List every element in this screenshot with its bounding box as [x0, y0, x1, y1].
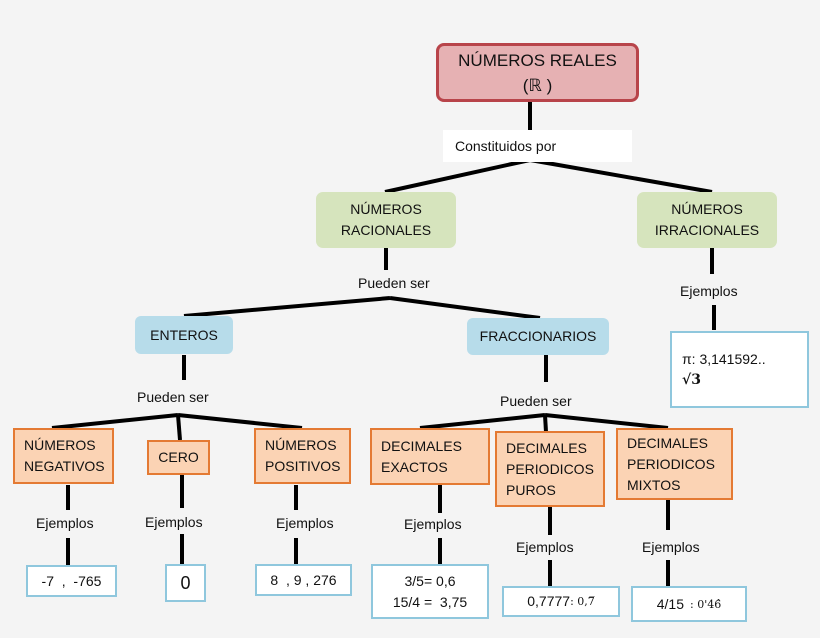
root-node-numeros-reales: NÚMEROS REALES (ℝ )	[436, 43, 639, 102]
label-pueden-ser-racionales: Pueden ser	[358, 275, 430, 291]
label-pueden-ser-fraccionarios: Pueden ser	[500, 393, 572, 409]
example-box-irracionales: π: 3,141592.. √3	[670, 331, 809, 408]
node-enteros: ENTEROS	[135, 316, 233, 354]
label-ejemplos-positivos: Ejemplos	[276, 515, 334, 531]
example-box-cero: 0	[165, 564, 206, 602]
label-ejemplos-mixtos: Ejemplos	[642, 539, 700, 555]
node-decimales-exactos: DECIMALES EXACTOS	[370, 428, 490, 485]
example-box-mixtos: 4/15 : 0'46̂	[631, 586, 747, 622]
root-symbol: (ℝ )	[522, 75, 553, 95]
label-ejemplos-puros: Ejemplos	[516, 539, 574, 555]
label-ejemplos-irracionales: Ejemplos	[680, 283, 738, 299]
example-box-exactos: 3/5= 0,6 15/4 = 3,75	[371, 564, 489, 619]
example-box-negativos: -7 , -765	[26, 565, 117, 597]
node-numeros-positivos: NÚMEROS POSITIVOS	[254, 428, 351, 484]
node-fraccionarios: FRACCIONARIOS	[467, 318, 609, 355]
example-box-puros: 0,7777 : 0,7̅	[502, 586, 620, 617]
node-numeros-negativos: NÚMEROS NEGATIVOS	[13, 428, 114, 484]
root-title: NÚMEROS REALES	[458, 50, 617, 70]
node-decimales-periodicos-mixtos: DECIMALES PERIODICOS MIXTOS	[616, 428, 733, 500]
label-pueden-ser-enteros: Pueden ser	[137, 389, 209, 405]
label-ejemplos-exactos: Ejemplos	[404, 516, 462, 532]
node-decimales-periodicos-puros: DECIMALES PERIODICOS PUROS	[495, 431, 605, 507]
node-irracionales: NÚMEROS IRRACIONALES	[637, 192, 777, 248]
node-racionales: NÚMEROS RACIONALES	[316, 192, 456, 248]
node-cero: CERO	[147, 440, 210, 475]
label-ejemplos-cero: Ejemplos	[145, 514, 203, 530]
label-ejemplos-negativos: Ejemplos	[36, 515, 94, 531]
example-box-positivos: 8 , 9 , 276	[255, 564, 352, 596]
connector-label-constituidos: Constituidos por	[443, 130, 632, 162]
